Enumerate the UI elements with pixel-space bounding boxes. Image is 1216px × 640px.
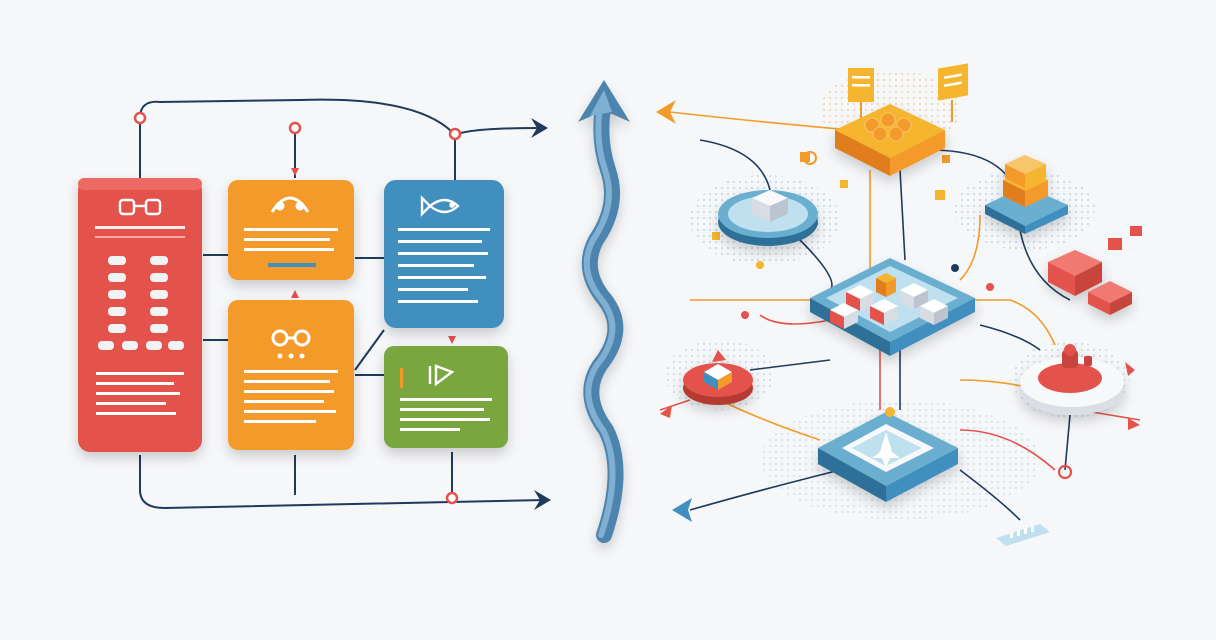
connector-node [885,407,895,417]
text-lines [244,228,338,267]
text-lines [398,228,490,303]
right-stack [985,155,1068,234]
bottom-hub [818,412,958,502]
dots-icon [277,353,305,359]
arrowhead-icon [291,290,299,298]
red-card [78,178,202,452]
connector-node [445,491,459,505]
red-disc-right [1020,344,1124,415]
wavy-up-arrow-icon [578,80,630,543]
flow-connectors [139,98,546,510]
orange-card-top [228,180,354,280]
left-arrow-icon [672,498,692,522]
red-disc-left [683,350,753,405]
gear-icon [1057,464,1073,480]
connector-node [951,264,959,272]
left-disc [718,190,818,246]
flag-icon [848,68,874,118]
arrowhead-icon [1125,362,1135,376]
arrowhead-icon [448,336,456,344]
exit-arrow-icon [531,118,548,138]
connector-node [448,127,462,141]
orange-to-blue-diag-line [354,329,385,371]
chip-pins [1010,526,1034,538]
left-arrow-icon [656,100,676,124]
honeycomb-icon [864,112,912,142]
central-platform [810,258,975,356]
orange-card-bottom [228,300,354,450]
accent-bar [400,368,403,388]
left-flowchart [78,98,551,510]
block-icon [1088,281,1132,315]
binoculars-icon [271,329,311,347]
network-arrows [656,100,1140,522]
text-lines [400,398,492,431]
glasses-icon [118,198,162,216]
stacked-blocks-icon [1003,155,1048,207]
arrowhead-icon [291,168,299,176]
exit-arrow-icon [534,490,551,510]
green-card [384,346,508,448]
connector-node [288,121,302,135]
cube-grid-icon [830,273,948,329]
fish-icon [420,195,460,217]
connector-node [756,261,764,269]
arrowhead-icon [660,405,672,418]
red-blocks [1048,250,1132,315]
pawn-icon [1062,344,1092,368]
star-icon [872,432,900,468]
pie-chart-icon [704,350,732,390]
blue-card [384,180,504,328]
connector-nodes [133,111,551,510]
right-network [656,63,1142,546]
text-lines [244,370,338,423]
keypad-buttons [98,256,184,350]
cube-icon [752,190,788,222]
gear-icon [803,151,817,165]
chip-icon [996,524,1050,546]
text-lines [96,372,184,415]
top-exit-line [454,127,541,136]
top-hub [835,104,945,176]
arrowhead-icon [1128,418,1140,430]
arch-icon [270,196,310,213]
connector-node [133,111,147,125]
bottom-loop-line [139,455,546,510]
decorations [660,151,1073,546]
kite-icon [428,364,455,387]
flag-icon [938,63,968,122]
top-loop-line [139,98,456,178]
